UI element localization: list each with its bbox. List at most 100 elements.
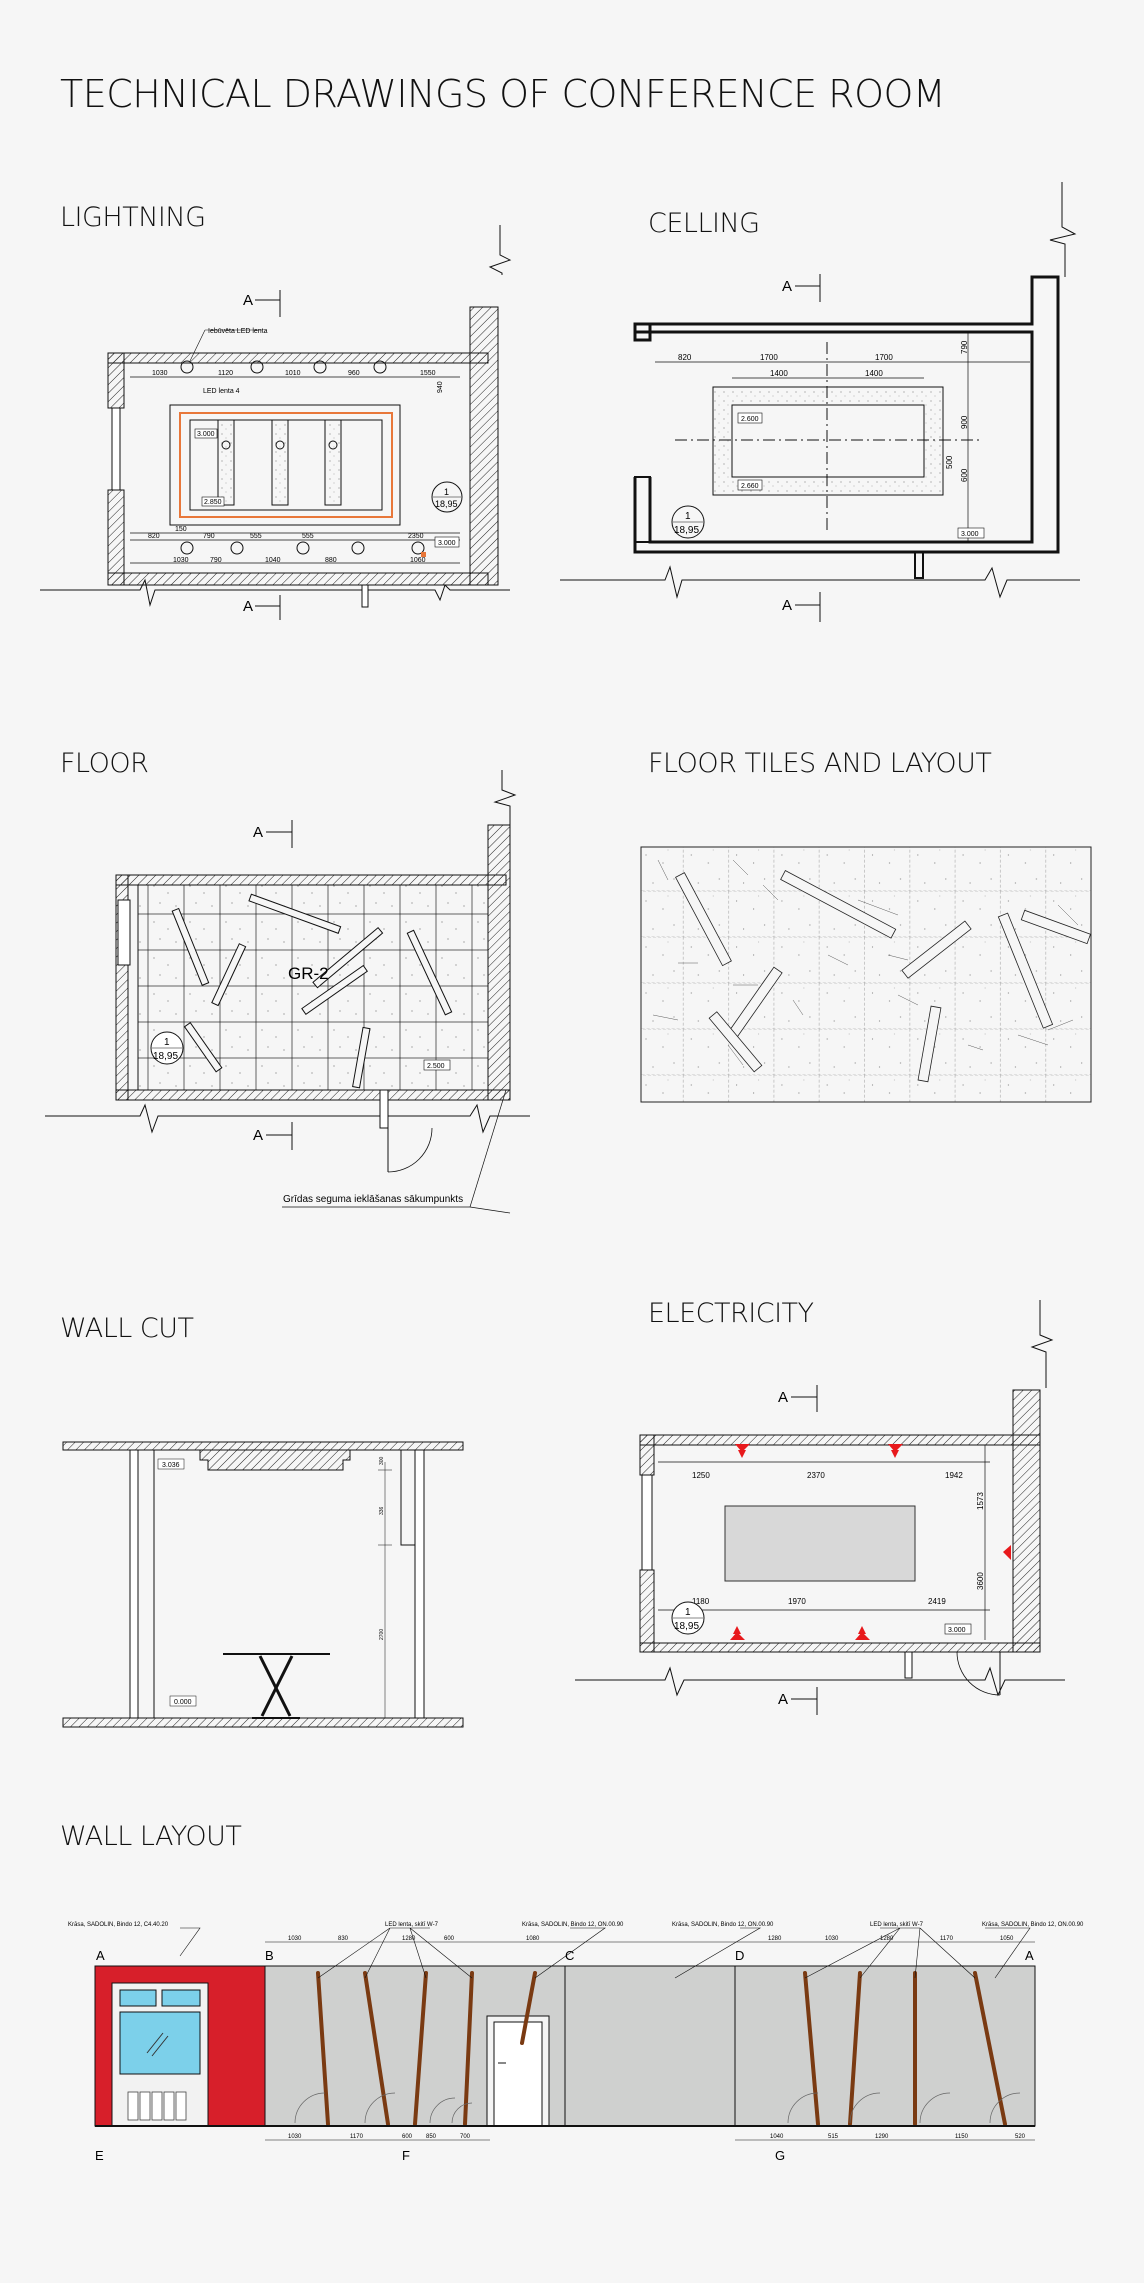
wall-cut-heading: WALL CUT xyxy=(60,1313,194,1344)
wl-dim-tl-1: 1030 xyxy=(288,1936,302,1942)
el-dim-bot-1: 1180 xyxy=(692,1597,710,1606)
wl-label-g: G xyxy=(775,2148,785,2163)
section-a-top: A xyxy=(243,292,253,309)
lt-level-room: 3.000 xyxy=(438,540,456,547)
electricity-drawing: A A 1250 2370 1942 1180 1970 2419 1573 3… xyxy=(570,1300,1070,1730)
wl-paint-label-2: Krāsa, SADOLIN, Bindo 12, ON.00.90 xyxy=(522,1922,624,1928)
fl-start-point-note: Grīdas seguma ieklāšanas sākumpunkts xyxy=(283,1194,463,1205)
cel-room-number: 1 xyxy=(685,511,691,522)
wl-dim-tr-3: 1280 xyxy=(880,1936,894,1942)
wl-corner-c: C xyxy=(565,1948,574,1963)
wl-dim-tr-5: 1050 xyxy=(1000,1936,1014,1942)
wl-corner-d: D xyxy=(735,1948,744,1963)
lt-dim-top-3: 1010 xyxy=(285,370,301,377)
cel-dim-right-1: 790 xyxy=(960,340,969,354)
floor-tiles-heading: FLOOR TILES AND LAYOUT xyxy=(648,748,992,779)
lt-level-inner: 3.000 xyxy=(197,431,215,438)
lt-dim-bot2-2: 790 xyxy=(210,557,222,564)
lt-dim-top-5: 1550 xyxy=(420,370,436,377)
wc-dim-c: 2700 xyxy=(379,1629,385,1640)
cel-dim-right-4: 600 xyxy=(960,468,969,482)
lt-note-hidden-led: Iebūvēta LED lenta xyxy=(208,328,268,335)
cel-dim-top-2: 1700 xyxy=(760,353,778,362)
lt-dim-bot-3: 555 xyxy=(250,533,262,540)
floor-drawing: A A GR-2 2.500 1 18,95 Grīdas seguma iek… xyxy=(40,770,540,1220)
cel-dim-right-3: 500 xyxy=(945,455,954,469)
fl-material-code: GR-2 xyxy=(288,964,329,983)
el-dim-bot-2: 1970 xyxy=(788,1597,806,1606)
wl-label-e: E xyxy=(95,2148,104,2163)
wl-dim-bl-5: 700 xyxy=(460,2134,471,2140)
cel-dim-inner-1: 1400 xyxy=(770,369,788,378)
el-section-a-top: A xyxy=(778,1389,788,1406)
lt-dim-top-1: 1030 xyxy=(152,370,168,377)
lt-dim-right: 940 xyxy=(437,381,444,393)
floor-heading: FLOOR xyxy=(60,748,149,779)
fl-section-a-top: A xyxy=(253,824,263,841)
cel-section-a-top: A xyxy=(782,278,792,295)
floor-tiles-drawing xyxy=(638,845,1093,1105)
lt-dim-top-2: 1120 xyxy=(218,370,233,377)
wl-dim-tr-1: 1280 xyxy=(768,1936,782,1942)
cel-dim-top-1: 820 xyxy=(678,353,692,362)
wl-dim-br-4: 1150 xyxy=(955,2134,969,2140)
page-title: TECHNICAL DRAWINGS OF CONFERENCE ROOM xyxy=(60,72,946,116)
cel-level-hi: 2.600 xyxy=(741,416,759,423)
wl-dim-br-3: 1290 xyxy=(875,2134,889,2140)
el-section-a-bottom: A xyxy=(778,1691,788,1708)
cel-section-a-bottom: A xyxy=(782,597,792,614)
lt-dim-bot2-1: 1030 xyxy=(173,557,189,564)
socket-icon-group xyxy=(730,1444,1011,1640)
wl-dim-bl-3: 600 xyxy=(402,2134,413,2140)
lt-dim-bot2-4: 880 xyxy=(325,557,337,564)
fl-room-number: 1 xyxy=(164,1037,170,1048)
fl-level: 2.500 xyxy=(427,1063,445,1070)
wl-dim-bl-4: 850 xyxy=(426,2134,437,2140)
wl-led-label-2: LED lenta, skitī W-7 xyxy=(870,1922,924,1928)
wall-layout-drawing: Krāsa, SADOLIN, Bindo 12, C4.40.20 Krāsa… xyxy=(60,1918,1100,2168)
lightning-drawing: A A 1030 1120 1010 960 1550 820 790 555 … xyxy=(40,215,520,635)
lt-dim-bot-1: 820 xyxy=(148,533,160,540)
wl-dim-br-2: 515 xyxy=(828,2134,839,2140)
cel-dim-right-2: 900 xyxy=(960,415,969,429)
wl-led-label-1: LED lenta, skitī W-7 xyxy=(385,1922,439,1928)
el-room-area: 18,95 xyxy=(674,1621,699,1632)
wl-paint-label-1: Krāsa, SADOLIN, Bindo 12, C4.40.20 xyxy=(68,1922,169,1928)
wl-dim-br-1: 1040 xyxy=(770,2134,784,2140)
wl-dim-tl-5: 1080 xyxy=(526,1936,540,1942)
wl-dim-tl-4: 600 xyxy=(444,1936,455,1942)
wc-dim-a: 300 xyxy=(379,1456,385,1465)
wc-level-top: 3.036 xyxy=(162,1462,180,1469)
celling-drawing: A A 820 1700 1700 1400 1400 790 900 500 … xyxy=(560,182,1080,632)
lt-room-area: 18,95 xyxy=(435,499,458,509)
wl-label-f: F xyxy=(402,2148,410,2163)
lt-dim-small: 150 xyxy=(175,526,187,533)
lt-dim-bot-2: 790 xyxy=(203,533,215,540)
wl-paint-label-4: Krāsa, SADOLIN, Bindo 12, ON.00.90 xyxy=(982,1922,1084,1928)
fl-room-area: 18,95 xyxy=(153,1051,178,1062)
wl-dim-tl-2: 830 xyxy=(338,1936,349,1942)
fl-section-a-bottom: A xyxy=(253,1127,263,1144)
wl-corner-a-right: A xyxy=(1025,1948,1034,1963)
celling-heading: CELLING xyxy=(648,208,760,239)
el-dim-top-3: 1942 xyxy=(945,1471,963,1480)
el-room-number: 1 xyxy=(685,1607,691,1618)
el-dim-top-2: 2370 xyxy=(807,1471,825,1480)
lt-note-led: LED lenta 4 xyxy=(203,388,240,395)
lt-dim-top-4: 960 xyxy=(348,370,360,377)
lt-dim-bot2-3: 1040 xyxy=(265,557,281,564)
lt-dim-bot-4: 555 xyxy=(302,533,314,540)
el-level: 3.000 xyxy=(948,1627,966,1634)
wl-paint-label-3: Krāsa, SADOLIN, Bindo 12, ON.00.90 xyxy=(672,1922,774,1928)
section-a-bottom: A xyxy=(243,598,253,615)
cel-dim-top-3: 1700 xyxy=(875,353,893,362)
wall-cut-drawing: 300 336 2700 3.036 0.000 xyxy=(60,1440,470,1740)
cel-dim-inner-2: 1400 xyxy=(865,369,883,378)
wl-dim-tr-4: 1170 xyxy=(940,1936,954,1942)
wl-dim-tr-2: 1030 xyxy=(825,1936,839,1942)
el-dim-right-2: 3600 xyxy=(976,1572,985,1590)
lt-level-low: 2.850 xyxy=(204,499,222,506)
lt-room-number: 1 xyxy=(444,487,449,497)
lightning-heading: LIGHTNING xyxy=(60,202,206,233)
electricity-heading: ELECTRICITY xyxy=(648,1298,814,1329)
